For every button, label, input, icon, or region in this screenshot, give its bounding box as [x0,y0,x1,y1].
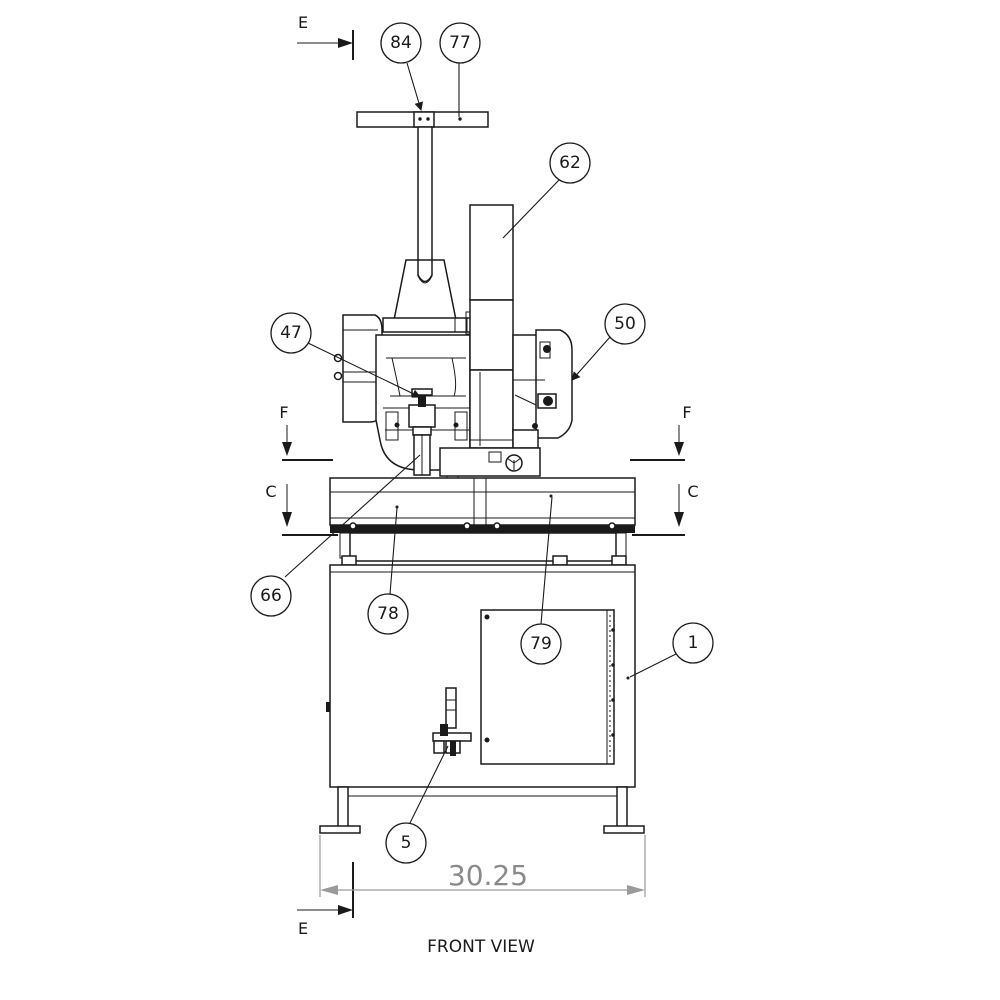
callout-5: 5 [385,822,427,864]
view-title: FRONT VIEW [427,937,535,957]
section-marker-c-left: C [265,482,338,536]
section-marker-f-left: F [279,403,333,461]
section-label-e-bottom: E [298,919,308,938]
svg-text:1: 1 [688,633,699,653]
callout-47: 47 [270,312,312,354]
callout-50: 50 [604,303,646,345]
saw-head-housing [333,204,573,509]
section-marker-e-top: E [297,13,354,60]
section-label-f-left: F [279,403,288,422]
section-label-c-left: C [265,482,276,501]
svg-text:79: 79 [530,634,552,654]
callout-84: 84 [380,22,422,64]
section-marker-c-right: C [632,482,699,536]
svg-text:50: 50 [614,314,636,334]
section-label-f-right: F [682,403,691,422]
callout-62: 62 [549,142,591,184]
dimension-value: 30.25 [448,859,528,892]
callout-66: 66 [250,575,292,617]
svg-text:5: 5 [401,833,412,853]
svg-text:66: 66 [260,586,282,606]
callout-1: 1 [672,622,714,664]
callout-79: 79 [520,623,562,665]
svg-text:78: 78 [377,604,399,624]
svg-text:47: 47 [280,323,302,343]
svg-text:77: 77 [449,33,471,53]
svg-text:62: 62 [559,153,581,173]
cabinet [319,564,645,834]
section-marker-f-right: F [630,403,692,461]
overall-width-dimension: 30.25 [319,835,646,897]
section-marker-e-bottom: E [297,862,354,938]
callout-78: 78 [367,593,409,635]
work-table [329,477,636,566]
leader-lines [284,62,677,826]
stop-gauge-arm [356,111,489,321]
section-label-c-right: C [687,482,698,501]
section-label-e-top: E [298,13,308,32]
svg-text:84: 84 [390,33,412,53]
callout-77: 77 [439,22,481,64]
